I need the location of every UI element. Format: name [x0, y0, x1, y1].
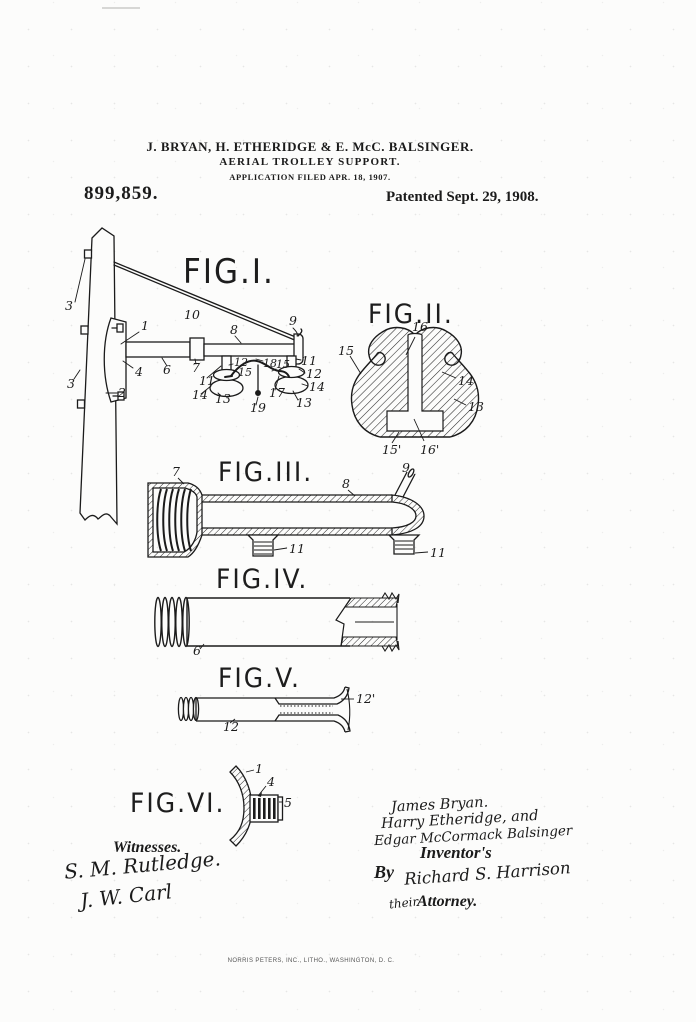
ref-label: 15 [276, 358, 290, 371]
ref-label: 9 [289, 313, 297, 328]
ref-label: 1 [255, 761, 263, 776]
ref-label: 3 [67, 376, 75, 391]
threaded-boss-right [389, 535, 419, 554]
inventors-heading: Inventor's [420, 843, 492, 863]
ref-label: 4 [134, 364, 143, 379]
ref-label: 16' [420, 442, 439, 457]
application-line: APPLICATION FILED APR. 18, 1907. [0, 172, 620, 182]
ref-label: 17 [269, 385, 285, 400]
ref-label: 8 [230, 322, 238, 337]
threaded-boss-left [248, 535, 278, 556]
figure-3-drawing: 7 8 9 11 11 [140, 462, 452, 570]
arm-tube-section [148, 468, 428, 557]
wire-hanger [256, 365, 261, 395]
ref-label: 10 [184, 307, 200, 322]
figure-5-drawing: 12 12' [140, 685, 425, 743]
ref-label: 6 [193, 643, 201, 658]
ref-label: 15' [382, 442, 401, 457]
ref-label: 6 [163, 362, 171, 377]
ref-label: 8 [342, 476, 350, 491]
pin-threads [155, 598, 189, 647]
socket-bracket [230, 766, 283, 846]
figure-6-title: FIG.VI. [130, 787, 226, 818]
hanger-stem [178, 687, 354, 732]
ref-label: 16 [412, 319, 428, 334]
ref-label: 13 [468, 399, 484, 414]
patent-title: AERIAL TROLLEY SUPPORT. [0, 156, 620, 168]
ref-label: 4 [266, 774, 275, 789]
ref-label: 14 [458, 373, 474, 388]
patent-date: Patented Sept. 29, 1908. [386, 189, 539, 206]
ref-label: 5 [284, 795, 292, 810]
threaded-pin [155, 593, 399, 651]
witness-signature-2: J. W. Carl [79, 879, 173, 912]
ref-label: 3 [65, 298, 73, 313]
figure-6-drawing: 1 4 5 [222, 758, 307, 853]
their-label: their [388, 895, 419, 912]
inventors-line: J. BRYAN, H. ETHERIDGE & E. McC. BALSING… [0, 139, 620, 155]
ref-label: 7 [172, 464, 180, 479]
scan-artifact [102, 7, 140, 9]
ref-label: 12' [356, 691, 375, 706]
ref-label: 13 [296, 395, 312, 410]
ref-label: 14 [309, 379, 325, 394]
ref-label: 11 [199, 373, 215, 388]
printer-credit: NORRIS PETERS, INC., LITHO., WASHINGTON,… [0, 958, 622, 964]
patent-number: 899,859. [84, 183, 159, 205]
figure-2-drawing: 16 15 14 13 15' 16' [330, 293, 495, 463]
ref-label: 1 [141, 318, 149, 333]
ref-label: 18 [263, 357, 277, 370]
ref-label: 14 [192, 387, 208, 402]
ref-label: 13 [215, 391, 231, 406]
ref-label: 11 [430, 545, 446, 560]
ref-label: 15 [238, 366, 252, 379]
ref-label: 9 [402, 460, 410, 475]
ref-label: 19 [250, 400, 266, 415]
fig5-leader-lines [230, 699, 354, 723]
ref-label: 2 [117, 385, 126, 400]
end-dome [392, 495, 424, 535]
attorney-label: Attorney. [417, 893, 477, 911]
ref-label: 15 [338, 343, 354, 358]
figure-4-drawing: 6 [140, 590, 452, 662]
head-threads [157, 489, 191, 551]
by-label: By [374, 862, 394, 883]
ref-label: 12 [223, 719, 239, 734]
ref-label: 11 [289, 541, 305, 556]
